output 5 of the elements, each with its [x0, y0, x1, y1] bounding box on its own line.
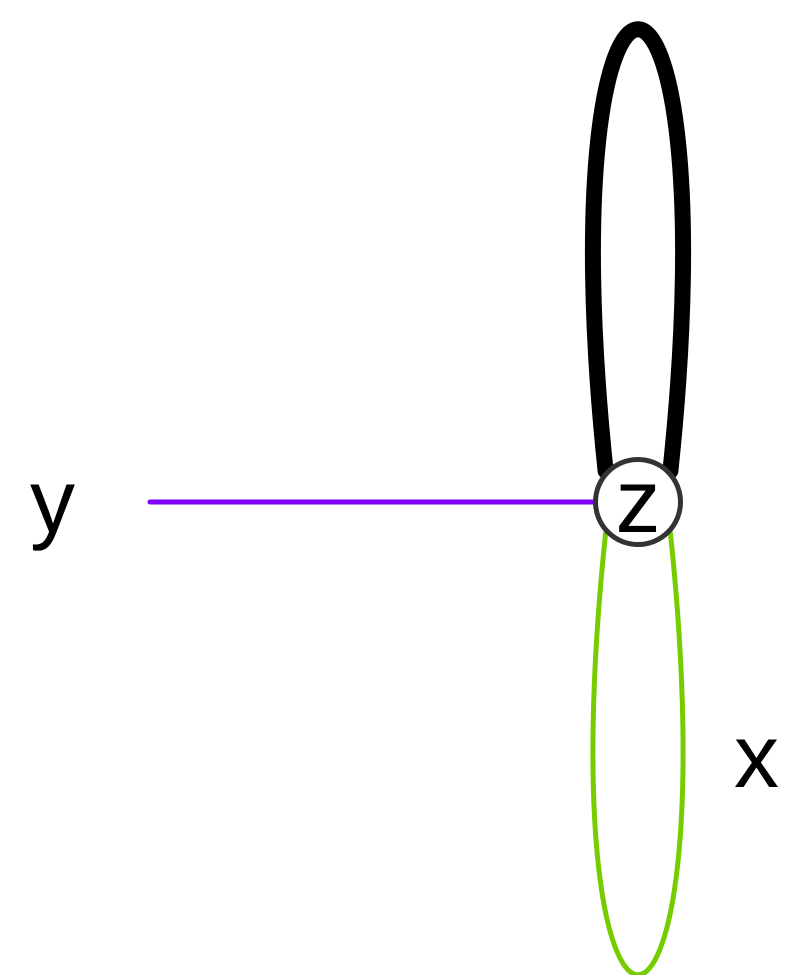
self-loop: [585, 21, 691, 479]
circle-node: z: [593, 457, 683, 547]
node-label: y: [30, 452, 150, 552]
connector-line: [148, 500, 596, 504]
self-loop: [590, 530, 686, 975]
